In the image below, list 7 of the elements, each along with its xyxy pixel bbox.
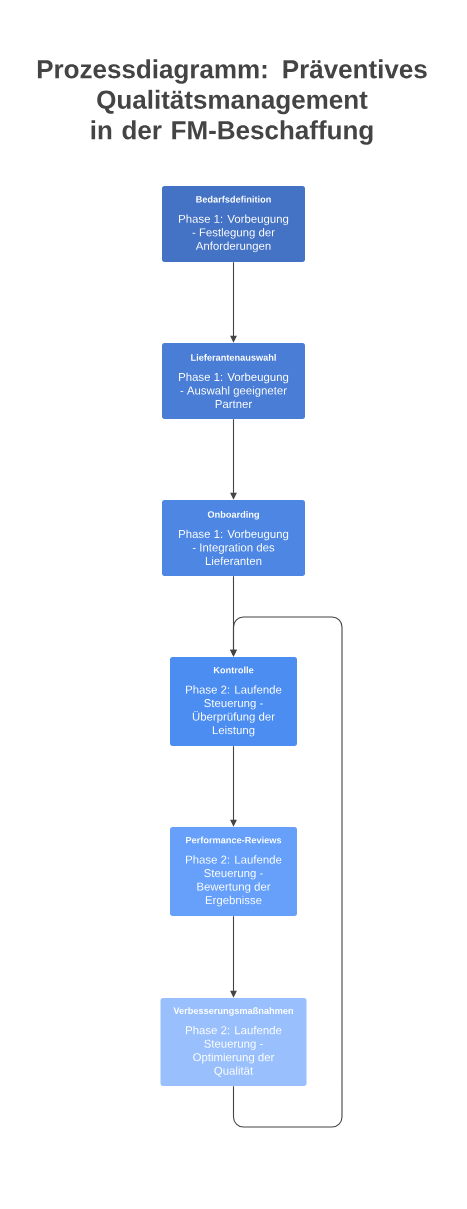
process-box: Kontrolle Phase 2: Laufende Steuerung - Überprüfung der Leistung: [170, 657, 297, 746]
process-box: Onboarding Phase 1: Vorbeugung - Integration des Lieferanten: [162, 500, 305, 576]
process-box: Lieferantenauswahl Phase 1: Vorbeugung - Auswahl geeigneter Partner: [162, 343, 305, 419]
process-box: Verbesserungsmaßnahmen Phase 2: Laufende Steuerung - Optimierung der Qualität: [160, 998, 307, 1086]
title: Prozessdiagramm: Präventives Qualitätsmanagement in der FM-Beschaffung: [37, 59, 427, 145]
process-box: Bedarfsdefinition Phase 1: Vorbeugung - Festlegung der Anforderungen: [162, 186, 305, 262]
process-box: Performance-Reviews Phase 2: Laufende Steuerung - Bewertung der Ergebnisse: [170, 827, 297, 916]
